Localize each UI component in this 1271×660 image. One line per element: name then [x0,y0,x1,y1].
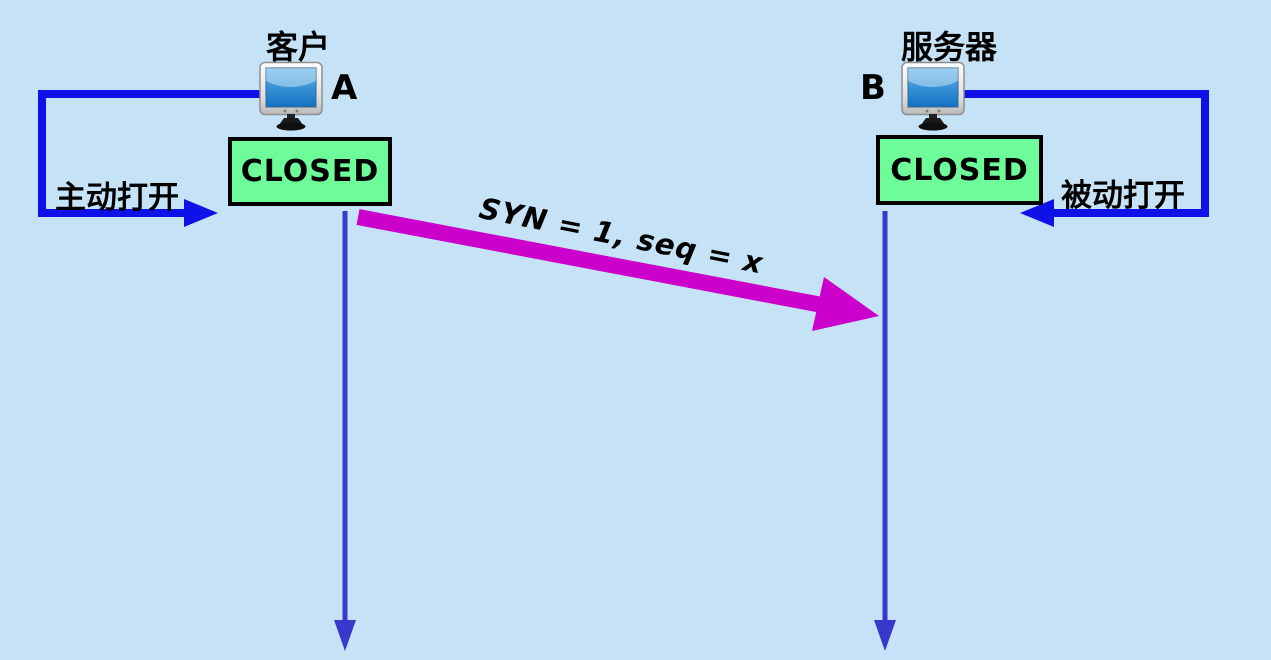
active-open-label: 主动打开 [55,180,179,216]
server-timeline-arrowhead-icon [874,620,896,651]
server-node-label: B [860,68,886,108]
client-role-label: 客户 [266,28,331,66]
server-computer-icon [901,61,965,131]
active-open-arrow [38,90,262,217]
passive-open-arrow [960,90,1209,217]
syn-segment-arrowhead-icon [812,277,879,331]
client-node-label: A [331,68,358,108]
server-role-label: 服务器 [901,28,998,66]
server-state-label: CLOSED [890,152,1029,188]
active-open-arrowhead-icon [184,199,218,227]
client-computer-icon [259,61,323,131]
passive-open-label: 被动打开 [1061,178,1185,214]
syn-segment-arrow [356,209,824,313]
client-state-box: CLOSED [228,137,392,206]
passive-open-arrowhead-icon [1020,199,1054,227]
client-timeline-arrowhead-icon [334,620,356,651]
server-state-box: CLOSED [876,135,1043,205]
client-state-label: CLOSED [240,154,380,189]
